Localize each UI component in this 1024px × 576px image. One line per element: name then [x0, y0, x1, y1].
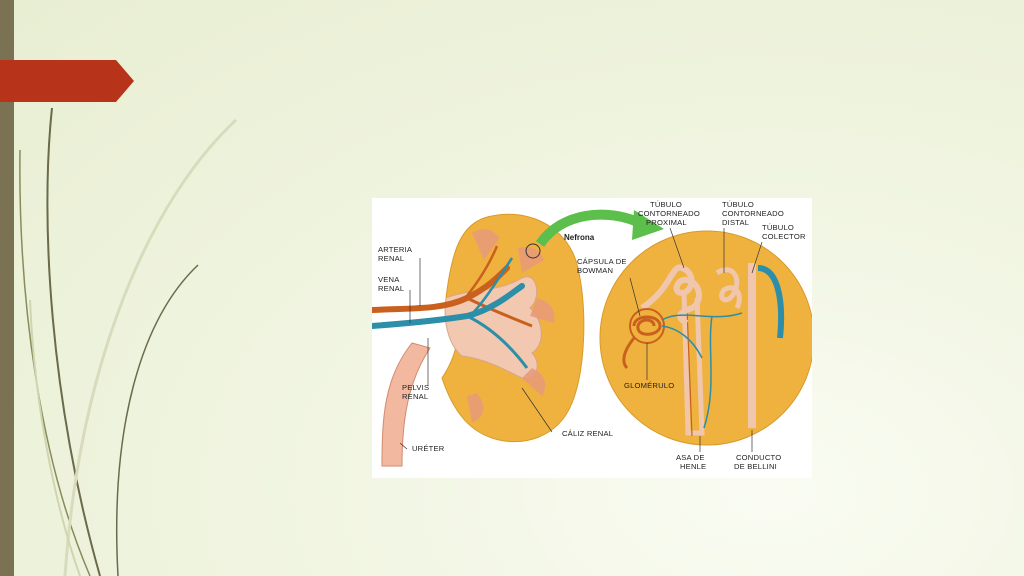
label-arteria-renal-2: RENAL — [378, 254, 404, 263]
diagram-leader-lines — [399, 227, 763, 452]
label-capsula-bowman-2: BOWMAN — [577, 266, 613, 275]
label-pelvis-renal-1: PELVIS — [402, 383, 429, 392]
zoom-arrow: Nefrona — [535, 209, 664, 248]
renal-artery — [372, 265, 510, 313]
ureter-tube — [381, 342, 431, 467]
label-asa-henle-1: ASA DE — [676, 453, 705, 462]
label-tubulo-proximal-1: TÚBULO — [650, 200, 682, 209]
label-glomerulo: GLOMÉRULO — [624, 381, 674, 390]
label-arteria-renal-1: ARTERIA — [378, 245, 413, 254]
label-tubulo-distal-2: CONTORNEADO — [722, 209, 784, 218]
decorative-swooshes — [19, 107, 238, 576]
label-tubulo-colector-2: COLECTOR — [762, 232, 806, 241]
nefrona-label: Nefrona — [564, 233, 595, 242]
nephron-marker — [525, 243, 541, 259]
distal-tubule — [715, 267, 742, 310]
nephron-detail — [599, 230, 812, 446]
label-tubulo-proximal-3: PROXIMAL — [646, 218, 687, 227]
label-pelvis-renal-2: RENAL — [402, 392, 428, 401]
proximal-tubule — [640, 264, 702, 326]
label-vena-renal-2: RENAL — [378, 284, 404, 293]
renal-pyramids — [467, 229, 555, 423]
loop-of-henle — [681, 292, 705, 436]
label-asa-henle-2: HENLE — [680, 462, 706, 471]
kidney-illustration — [372, 213, 585, 467]
glomerulus — [632, 315, 662, 336]
label-tubulo-distal-3: DISTAL — [722, 218, 749, 227]
renal-pelvis — [444, 276, 542, 380]
label-vena-renal-1: VENA — [378, 275, 400, 284]
label-conducto-bellini-2: DE BELLINI — [734, 462, 777, 471]
slide-sidebar-bar — [0, 0, 14, 576]
renal-vein — [372, 283, 525, 329]
slide-accent-tab — [0, 60, 134, 102]
label-tubulo-distal-1: TÚBULO — [722, 200, 754, 209]
label-caliz-renal: CÁLIZ RENAL — [562, 429, 613, 438]
label-tubulo-colector-1: TÚBULO — [762, 223, 794, 232]
kidney-nephron-diagram: Nefrona — [372, 198, 812, 478]
label-ureter: URÉTER — [412, 444, 445, 453]
label-capsula-bowman-1: CÁPSULA DE — [577, 257, 627, 266]
label-conducto-bellini-1: CONDUCTO — [736, 453, 781, 462]
label-tubulo-proximal-2: CONTORNEADO — [638, 209, 700, 218]
